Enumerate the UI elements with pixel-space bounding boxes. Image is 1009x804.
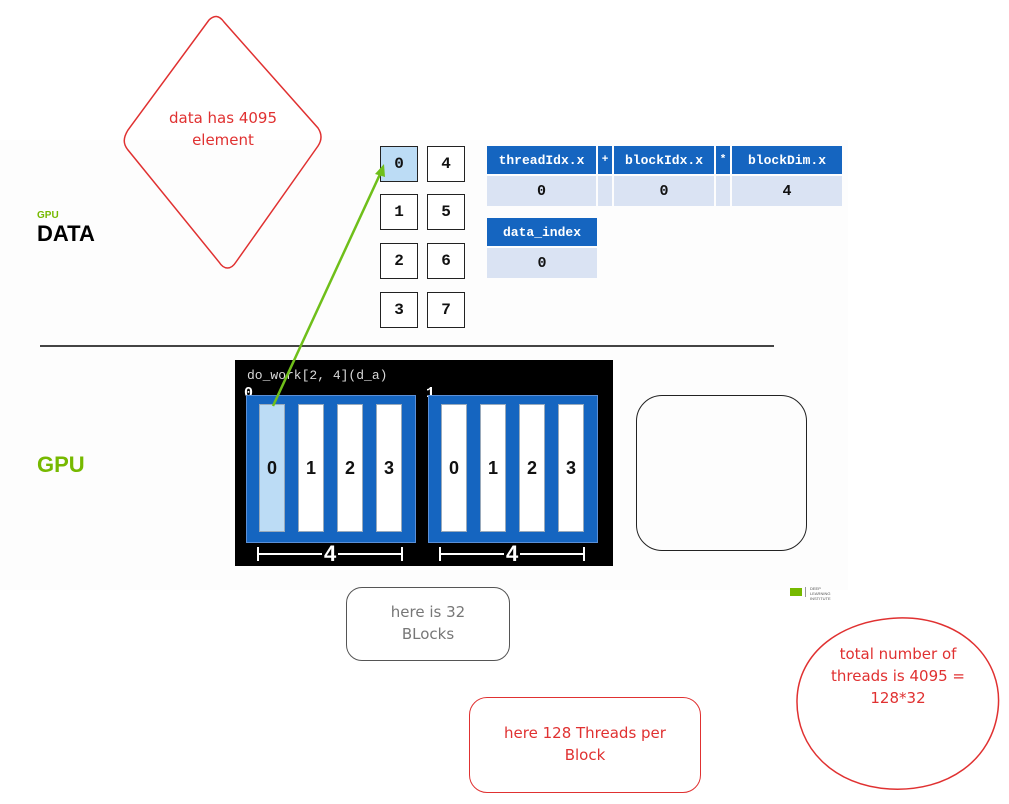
blockdim-header: blockDim.x (732, 146, 842, 174)
data-cell: 3 (380, 292, 418, 328)
empty-rounded-box (636, 395, 807, 551)
blockidx-value: 0 (614, 176, 714, 206)
blockdim-value: 4 (732, 176, 842, 206)
gpu-small-label: GPU (37, 210, 59, 221)
gpu-label: GPU (37, 452, 85, 477)
nvidia-dli-logo: DEEP LEARNING INSTITUTE (790, 585, 842, 601)
thread: 2 (337, 404, 363, 532)
block-dim-tick (439, 547, 441, 561)
data-index-header: data_index (487, 218, 597, 246)
blocks-note-text: here is 32 BLocks (390, 603, 466, 643)
multiply-operator: * (716, 146, 730, 174)
data-label: DATA (37, 221, 95, 246)
section-divider (40, 345, 774, 347)
blockidx-header: blockIdx.x (614, 146, 714, 174)
block-dim-label: 4 (322, 541, 339, 566)
logo-text: DEEP LEARNING INSTITUTE (810, 586, 831, 601)
diamond-note: data has 4095 element (168, 109, 277, 149)
thread: 0 (441, 404, 467, 532)
block-dim-tick (401, 547, 403, 561)
block-id-label: 1 (426, 385, 436, 402)
thread: 2 (519, 404, 545, 532)
threadidx-value: 0 (487, 176, 596, 206)
mapping-arrow (271, 171, 383, 407)
block-dim-tick (257, 547, 259, 561)
data-cell: 4 (427, 146, 465, 182)
data-cell: 7 (427, 292, 465, 328)
diamond-shape (123, 15, 322, 269)
data-index-value: 0 (487, 248, 597, 278)
block-id-label: 0 (244, 385, 254, 402)
plus-operator: + (598, 146, 612, 174)
data-cell: 5 (427, 194, 465, 230)
mapping-arrowhead (375, 164, 385, 177)
threads-note: here 128 Threads per Block (469, 697, 701, 793)
thread: 3 (558, 404, 584, 532)
block-dim-label: 4 (504, 541, 521, 566)
total-threads-note: total number of threads is 4095 = 128*32 (830, 645, 965, 707)
data-cell: 0 (380, 146, 418, 182)
data-cell: 1 (380, 194, 418, 230)
data-cell: 2 (380, 243, 418, 279)
data-cell: 6 (427, 243, 465, 279)
block-dim-tick (583, 547, 585, 561)
thread: 1 (480, 404, 506, 532)
kernel-call: do_work[2, 4](d_a) (247, 368, 388, 383)
blocks-note: here is 32 BLocks (346, 587, 510, 661)
multiply-operator-cell (716, 176, 730, 206)
threads-note-text: here 128 Threads per Block (504, 724, 666, 764)
plus-operator-cell (598, 176, 612, 206)
thread: 1 (298, 404, 324, 532)
circle-shape (796, 617, 1000, 790)
thread: 0 (259, 404, 285, 532)
threadidx-header: threadIdx.x (487, 146, 596, 174)
thread: 3 (376, 404, 402, 532)
nvidia-logo-icon (790, 587, 806, 597)
